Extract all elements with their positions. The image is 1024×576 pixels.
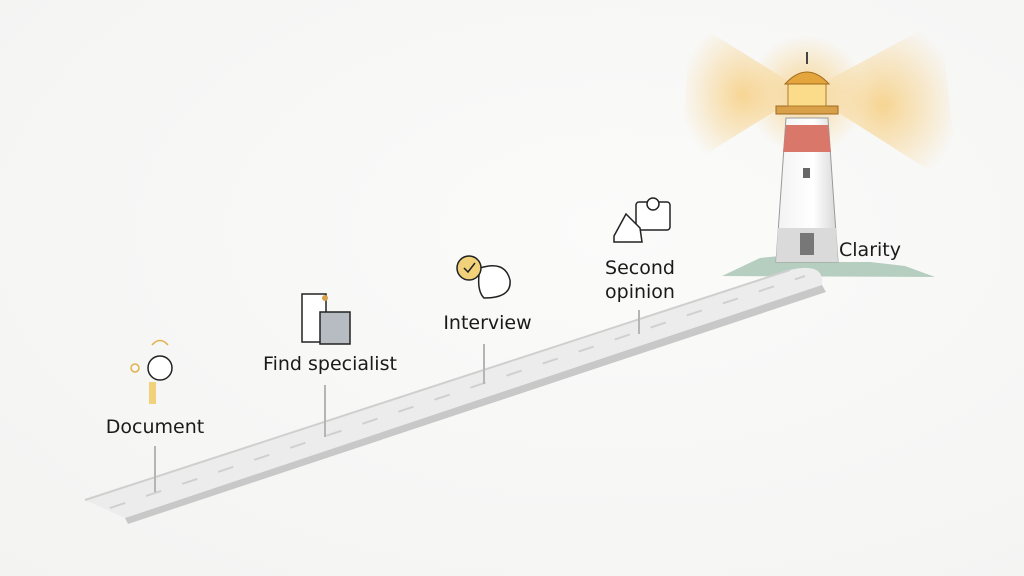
- check-speech-icon: [456, 255, 511, 299]
- lighthouse: [775, 52, 839, 263]
- second-opinion-line2: opinion: [605, 281, 675, 303]
- road: [84, 267, 826, 524]
- milestone-label-document: Document: [105, 416, 205, 438]
- lightbulb-icon: [130, 339, 173, 404]
- milestone-poles: [154, 310, 640, 492]
- document-folder-icon: [301, 293, 351, 345]
- milestone-label-find-specialist: Find specialist: [263, 353, 397, 375]
- review-documents-icon: [613, 197, 671, 243]
- second-opinion-line1: Second: [605, 257, 675, 279]
- destination-label-clarity: Clarity: [839, 239, 901, 261]
- island: [722, 255, 935, 277]
- milestone-label-interview: Interview: [443, 312, 532, 334]
- milestone-label-second-opinion: Second opinion: [590, 256, 690, 304]
